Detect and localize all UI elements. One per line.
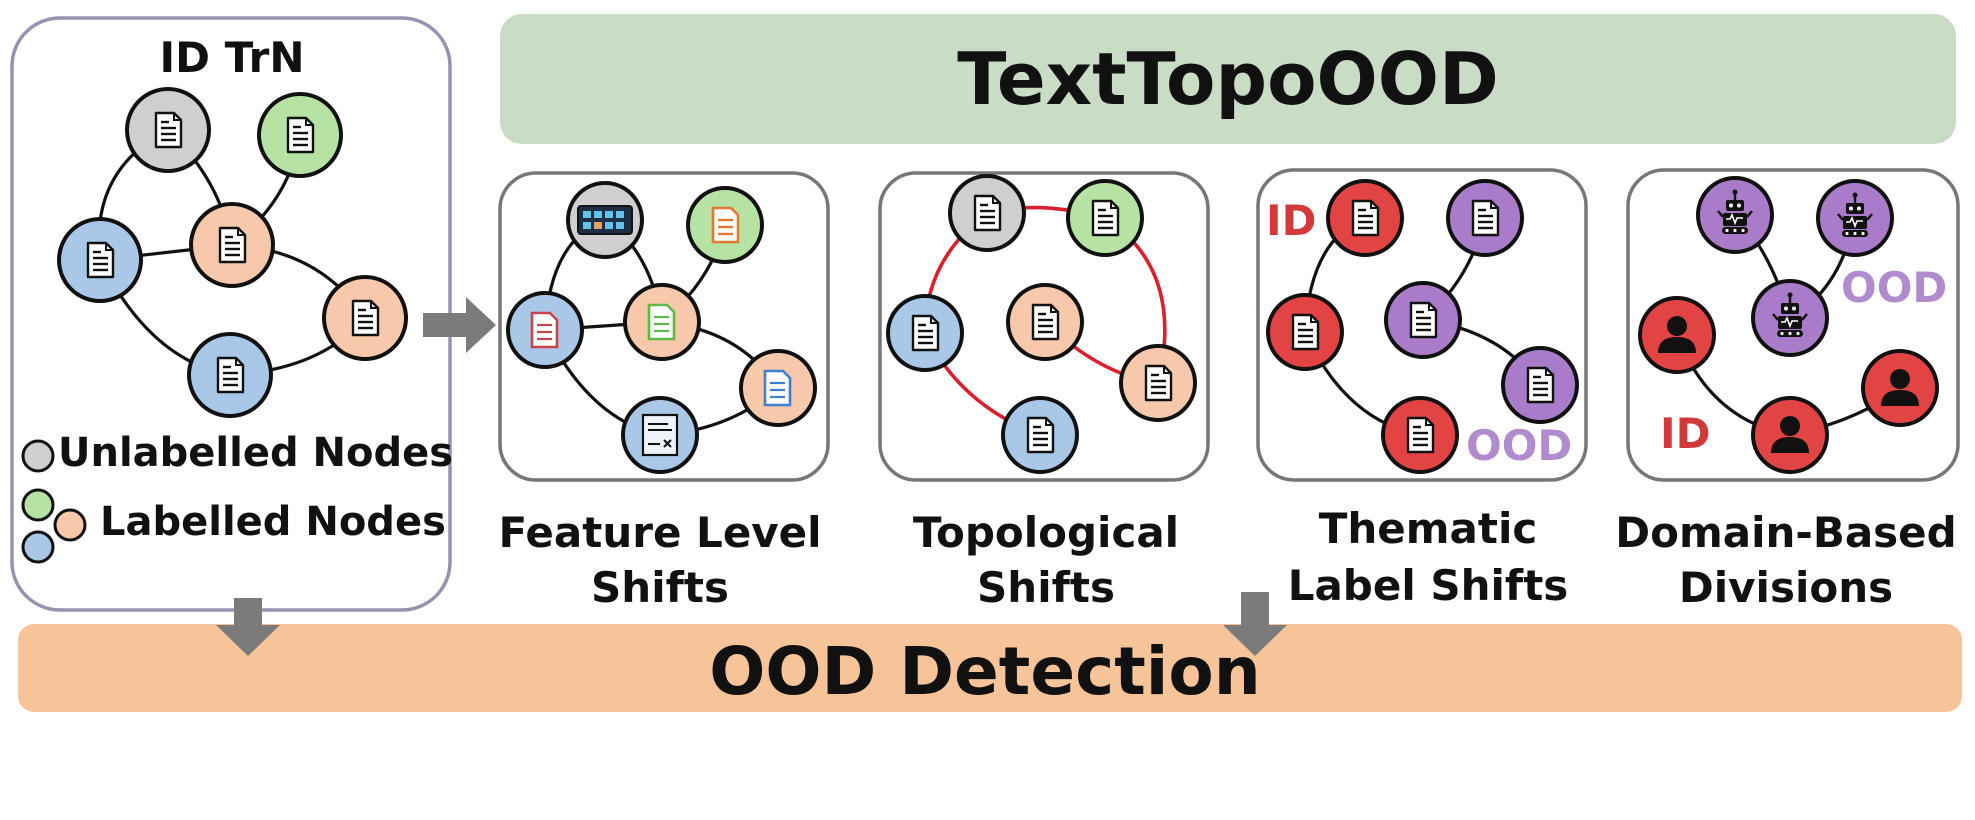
green-document-icon [647, 303, 676, 341]
page-title: TextTopoOOD [957, 37, 1498, 121]
legend-orange-swatch [53, 508, 87, 542]
panel-feature-caption-2: Shifts [591, 563, 729, 612]
ood-detection-label: OOD Detection [709, 633, 1260, 710]
panel-thematic-caption-1: Thematic [1319, 504, 1538, 553]
title-bar [500, 14, 1956, 144]
down-arrow-icon [1223, 592, 1287, 656]
blue-document-icon [763, 369, 792, 407]
legend-green-swatch [21, 488, 55, 522]
panel-thematic-caption-2: Label Shifts [1288, 561, 1569, 610]
domain-ood-tag: OOD [1841, 263, 1947, 312]
legend: Unlabelled Nodes Labelled Nodes [21, 430, 453, 564]
legend-unlabelled-label: Unlabelled Nodes [58, 430, 453, 476]
thematic-id-tag: ID [1266, 196, 1317, 245]
down-arrow-icon [216, 598, 280, 656]
panel-domain-caption-2: Divisions [1679, 563, 1893, 612]
domain-id-tag: ID [1660, 409, 1711, 458]
form-document-icon [641, 413, 679, 457]
legend-unlabelled-swatch [21, 439, 55, 473]
red-document-icon [530, 311, 559, 349]
thematic-ood-tag: OOD [1466, 421, 1572, 470]
right-arrow-icon [423, 297, 496, 353]
orange-document-icon [711, 206, 740, 244]
ood-detection-bar [18, 624, 1962, 712]
panel-topological-caption-2: Shifts [977, 563, 1115, 612]
panel-domain-caption-1: Domain-Based [1615, 508, 1956, 557]
panel-topological-caption-1: Topological [913, 508, 1179, 557]
legend-labelled-label: Labelled Nodes [100, 499, 446, 545]
panel-feature-caption-1: Feature Level [498, 508, 821, 557]
keyboard-icon [577, 205, 633, 235]
legend-blue-swatch [21, 530, 55, 564]
training-graph-title: ID TrN [159, 33, 304, 82]
